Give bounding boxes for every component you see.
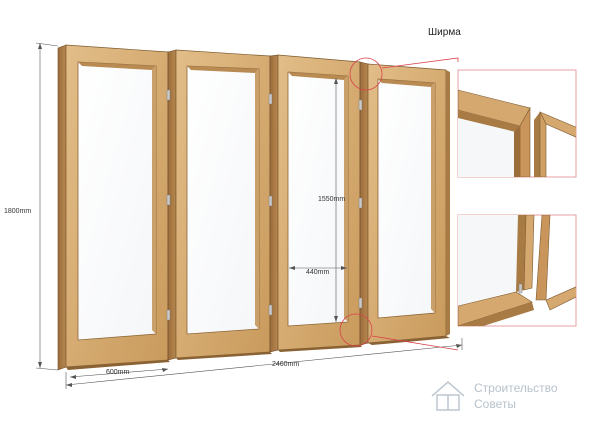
watermark-line-1: Строительство — [474, 381, 558, 395]
detail-inset-bottom — [457, 214, 577, 327]
dimension-glass-height — [334, 78, 338, 322]
screen-panel-4 — [359, 61, 450, 346]
callout-bottom — [339, 313, 459, 351]
watermark: Строительство Советы — [431, 381, 558, 411]
dimension-total-width — [65, 338, 463, 389]
callout-top — [349, 57, 459, 91]
watermark-line-2: Советы — [474, 397, 516, 411]
dimension-label-total-height: 1800mm — [4, 208, 31, 215]
dimension-label-glass-height: 1550mm — [318, 196, 345, 203]
dimension-label-panel-width: 600mm — [106, 369, 130, 376]
diagram-title: Ширма — [428, 27, 461, 38]
dimension-label-total-width: 2460mm — [272, 361, 299, 368]
hinges — [166, 89, 363, 321]
dimension-glass-width — [289, 266, 347, 270]
screen-panel-2 — [167, 49, 272, 361]
dimension-label-glass-width: 440mm — [306, 269, 330, 276]
house-logo-icon — [431, 381, 465, 411]
dimension-panel-width — [69, 368, 169, 379]
screen-panel-3 — [269, 54, 362, 353]
dimension-height-total — [35, 42, 59, 371]
screen-panel-1 — [57, 44, 170, 371]
detail-inset-top — [457, 69, 577, 178]
